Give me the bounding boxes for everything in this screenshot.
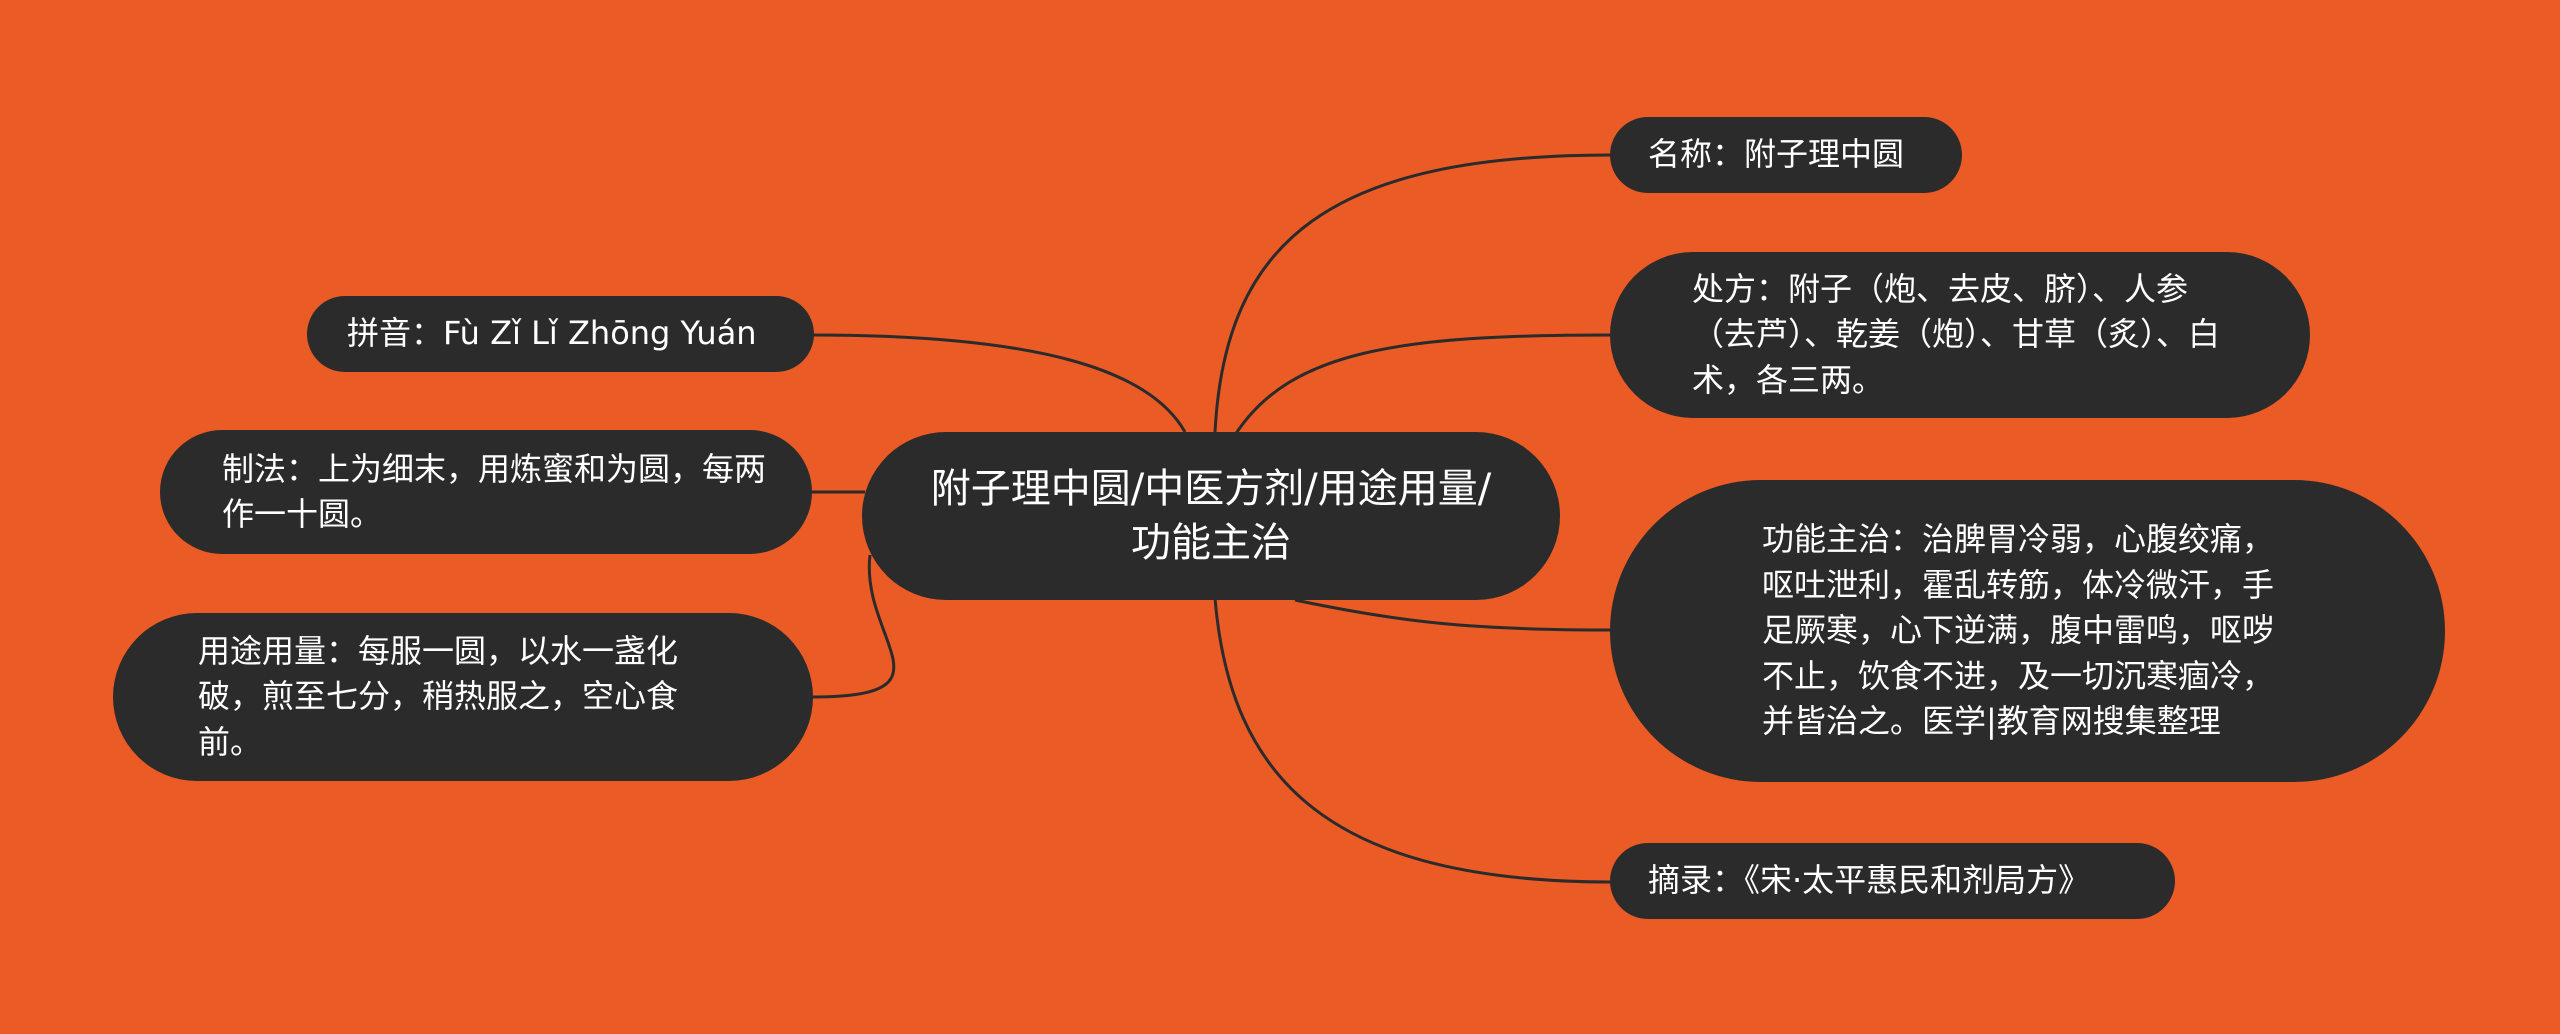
branch-method-label: 制法：上为细末，用炼蜜和为圆，每两作一十圆。 (222, 449, 767, 533)
branch-excerpt[interactable]: 摘录：《宋·太平惠民和剂局方》 (1610, 843, 2175, 919)
connector-function (1294, 598, 1613, 632)
branch-name[interactable]: 名称：附子理中圆 (1610, 117, 1962, 193)
branch-usage-label: 用途用量：每服一圆，以水一盏化破，煎至七分，稍热服之，空心食前。 (198, 631, 679, 761)
connector-name (1213, 153, 1613, 433)
connector-excerpt (1213, 597, 1613, 884)
branch-prescription[interactable]: 处方：附子（炮、去皮、脐）、人参（去芦）、乾姜（炮）、甘草（炙）、白术，各三两。 (1610, 252, 2310, 418)
branch-prescription-label: 处方：附子（炮、去皮、脐）、人参（去芦）、乾姜（炮）、甘草（炙）、白术，各三两。 (1692, 269, 2221, 399)
branch-usage[interactable]: 用途用量：每服一圆，以水一盏化破，煎至七分，稍热服之，空心食前。 (113, 613, 813, 781)
branch-pinyin[interactable]: 拼音：Fù Zǐ Lǐ Zhōng Yuán (307, 296, 814, 372)
root-topic-label: 附子理中圆/中医方剂/用途用量/功能主治 (930, 466, 1492, 566)
branch-function-label: 功能主治：治脾胃冷弱，心腹绞痛，呕吐泄利，霍乱转筋，体冷微汗，手足厥寒，心下逆满… (1762, 520, 2275, 741)
branch-name-label: 名称：附子理中圆 (1648, 135, 1905, 174)
branch-excerpt-label: 摘录：《宋·太平惠民和剂局方》 (1648, 861, 2091, 900)
branch-method[interactable]: 制法：上为细末，用炼蜜和为圆，每两作一十圆。 (160, 430, 812, 554)
root-topic[interactable]: 附子理中圆/中医方剂/用途用量/功能主治 (862, 432, 1560, 600)
connector-usage (811, 554, 896, 699)
connector-pinyin (811, 333, 1187, 433)
branch-function[interactable]: 功能主治：治脾胃冷弱，心腹绞痛，呕吐泄利，霍乱转筋，体冷微汗，手足厥寒，心下逆满… (1610, 480, 2445, 782)
branch-pinyin-label: 拼音：Fù Zǐ Lǐ Zhōng Yuán (347, 314, 757, 353)
connector-prescription (1233, 333, 1613, 436)
